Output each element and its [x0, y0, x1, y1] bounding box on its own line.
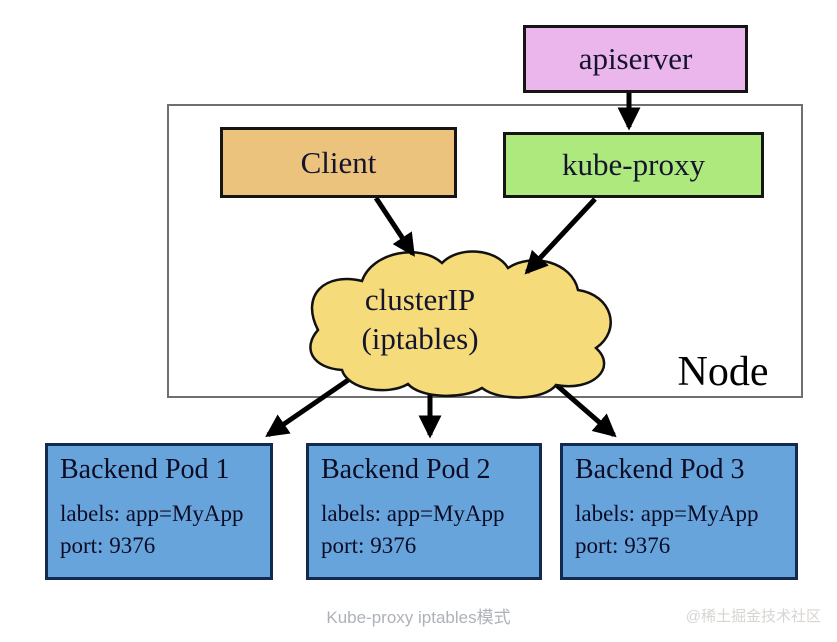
- backend-pod-1-port: port: 9376: [60, 533, 156, 558]
- community-watermark: @稀土掘金技术社区: [685, 608, 821, 625]
- client-label: Client: [300, 144, 377, 180]
- kube-proxy-label: kube-proxy: [562, 147, 705, 182]
- clusterip-cloud-label: clusterIP (iptables): [315, 280, 525, 358]
- node-label: Node: [677, 349, 769, 395]
- arrow-client-to-clusterip: [373, 196, 416, 257]
- arrow-kubeproxy-to-clusterip: [524, 197, 597, 275]
- backend-pod-2-port: port: 9376: [321, 533, 417, 558]
- backend-pod-2-labels: labels: app=MyApp: [321, 501, 505, 526]
- backend-pod-2-box: Backend Pod 2 labels: app=MyApp port: 93…: [306, 443, 542, 580]
- backend-pod-1-box: Backend Pod 1 labels: app=MyApp port: 93…: [45, 443, 273, 580]
- clusterip-label-line1: clusterIP: [364, 282, 476, 317]
- backend-pod-3-port: port: 9376: [575, 533, 671, 558]
- node-boundary-box: [167, 104, 803, 398]
- backend-pod-2-title: Backend Pod 2: [321, 454, 491, 485]
- clusterip-label-line2: (iptables): [361, 321, 479, 356]
- backend-pod-1-title: Backend Pod 1: [60, 454, 230, 485]
- backend-pod-3-title: Backend Pod 3: [575, 454, 745, 485]
- apiserver-label: apiserver: [578, 41, 693, 76]
- client-box: Client: [220, 127, 457, 198]
- apiserver-box: apiserver: [523, 25, 748, 93]
- backend-pod-3-box: Backend Pod 3 labels: app=MyApp port: 93…: [560, 443, 798, 580]
- backend-pod-3-labels: labels: app=MyApp: [575, 501, 759, 526]
- kube-proxy-box: kube-proxy: [503, 132, 764, 198]
- diagram-caption: Kube-proxy iptables模式: [326, 608, 511, 627]
- backend-pod-1-labels: labels: app=MyApp: [60, 501, 244, 526]
